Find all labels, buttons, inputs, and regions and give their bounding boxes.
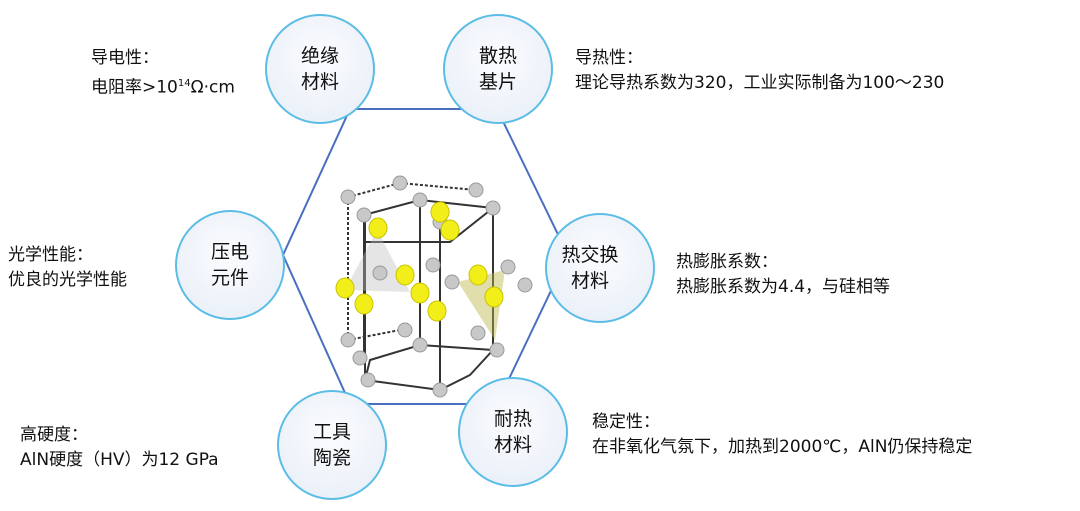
node-tool-ceramic: 工具陶瓷: [277, 390, 387, 500]
node-heat-exchange: 热交换材料: [545, 213, 655, 323]
node-heat-resistant: 耐热材料: [458, 377, 568, 487]
node-insulation: 绝缘材料: [265, 14, 375, 124]
note-body: 电阻率>1014Ω·cm: [91, 77, 235, 98]
note-body: AlN硬度（HV）为12 GPa: [20, 450, 219, 470]
note-body: 理论导热系数为320，工业实际制备为100～230: [575, 73, 945, 93]
node-label: 工具: [312, 421, 351, 443]
node-label: 材料: [300, 71, 339, 93]
note-hardness: 高硬度： AlN硬度（HV）为12 GPa: [20, 423, 219, 473]
note-thermal-conductivity: 导热性： 理论导热系数为320，工业实际制备为100～230: [575, 46, 944, 96]
node-label: 材料: [493, 434, 532, 456]
note-thermal-expansion: 热膨胀系数： 热膨胀系数为4.4，与硅相等: [676, 250, 890, 300]
note-title: 稳定性：: [592, 412, 660, 432]
note-body: 优良的光学性能: [8, 270, 127, 290]
node-label: 热交换: [561, 244, 619, 266]
node-label: 材料: [570, 270, 609, 292]
note-title: 导热性：: [575, 48, 643, 68]
node-heat-sink: 散热基片: [443, 14, 553, 124]
note-title: 高硬度：: [20, 425, 88, 445]
note-conductivity: 导电性： 电阻率>1014Ω·cm: [91, 46, 235, 101]
node-label: 耐热: [493, 408, 532, 430]
node-label: 陶瓷: [312, 447, 351, 469]
node-label: 绝缘: [300, 45, 339, 67]
aluminum-atoms: [335, 201, 504, 322]
node-label: 散热: [478, 45, 517, 67]
note-stability: 稳定性： 在非氧化气氛下，加热到2000℃，AlN仍保持稳定: [592, 410, 972, 460]
note-title: 热膨胀系数：: [676, 252, 778, 272]
node-label: 基片: [478, 71, 517, 93]
note-title: 光学性能：: [8, 245, 93, 265]
note-optical: 光学性能： 优良的光学性能: [8, 243, 127, 293]
node-piezo: 压电元件: [175, 210, 285, 320]
node-label: 元件: [210, 267, 249, 289]
node-label: 压电: [210, 241, 249, 263]
note-title: 导电性：: [91, 48, 159, 68]
note-body: 在非氧化气氛下，加热到2000℃，AlN仍保持稳定: [592, 437, 973, 457]
note-body: 热膨胀系数为4.4，与硅相等: [676, 277, 891, 297]
hexagon-frame: [281, 108, 570, 405]
